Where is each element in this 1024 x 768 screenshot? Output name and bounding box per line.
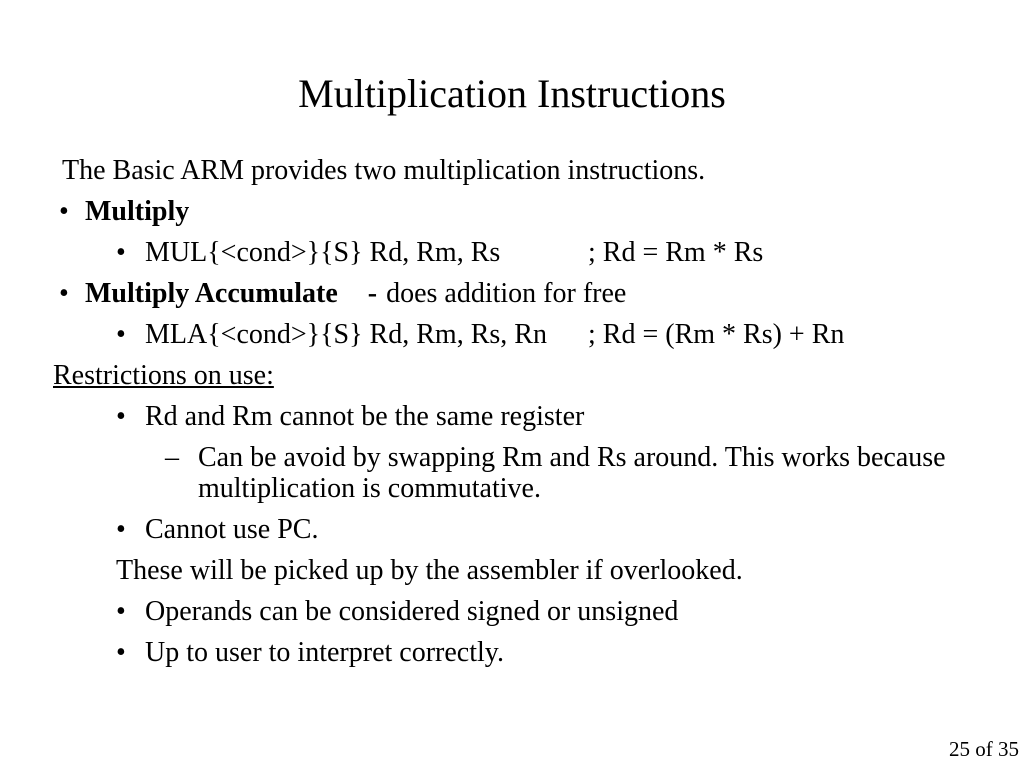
multiply-label: Multiply <box>85 196 190 227</box>
assembler-note-line: These will be picked up by the assembler… <box>53 555 973 586</box>
swap-note-text: Can be avoid by swapping Rm and Rs aroun… <box>198 442 946 504</box>
same-register-text: Rd and Rm cannot be the same register <box>145 401 585 432</box>
mul-code: MUL{<cond>}{S} Rd, Rm, Rs <box>145 237 501 268</box>
mla-code: MLA{<cond>}{S} Rd, Rm, Rs, Rn <box>145 319 547 350</box>
restrictions-heading: Restrictions on use: <box>53 360 973 391</box>
bullet-icon: • <box>116 401 126 432</box>
restrictions-heading-text: Restrictions on use: <box>53 360 274 391</box>
assembler-note-text: These will be picked up by the assembler… <box>116 555 743 586</box>
bullet-line-mul-syntax: • MUL{<cond>}{S} Rd, Rm, Rs ; Rd = Rm * Rs <box>53 237 973 268</box>
bullet-icon: • <box>116 319 126 350</box>
slide-title: Multiplication Instructions <box>298 71 726 116</box>
bullet-icon: • <box>116 596 126 627</box>
mla-comment: ; Rd = (Rm * Rs) + Rn <box>588 319 845 350</box>
operands-text: Operands can be considered signed or uns… <box>145 596 679 627</box>
bullet-icon: • <box>116 237 126 268</box>
intro-text: The Basic ARM provides two multiplicatio… <box>62 155 706 186</box>
bullet-icon: • <box>59 196 69 227</box>
cannot-use-pc-text: Cannot use PC. <box>145 514 319 545</box>
bullet-line-multiply: • Multiply <box>53 196 973 227</box>
bullet-line-same-register: • Rd and Rm cannot be the same register <box>53 401 973 432</box>
interpret-text: Up to user to interpret correctly. <box>145 637 504 668</box>
dash-separator: - <box>367 278 378 309</box>
bullet-line-multiply-accumulate: • Multiply Accumulate-does addition for f… <box>53 278 973 309</box>
bullet-line-operands: • Operands can be considered signed or un… <box>53 596 973 627</box>
intro-line: The Basic ARM provides two multiplicatio… <box>62 155 973 186</box>
bullet-line-interpret: • Up to user to interpret correctly. <box>53 637 973 668</box>
mul-comment: ; Rd = Rm * Rs <box>588 237 764 268</box>
multiply-accumulate-description: does addition for free <box>386 278 627 309</box>
bullet-line-cannot-use-pc: • Cannot use PC. <box>53 514 973 545</box>
slide-body: The Basic ARM provides two multiplicatio… <box>53 155 973 678</box>
dash-line-swap-note: –Can be avoid by swapping Rm and Rs arou… <box>53 442 973 504</box>
dash-icon: – <box>165 442 179 473</box>
bullet-line-mla-syntax: • MLA{<cond>}{S} Rd, Rm, Rs, Rn ; Rd = (Rm… <box>53 319 973 350</box>
bullet-icon: • <box>116 514 126 545</box>
page-indicator: 25 of 35 <box>949 737 1019 761</box>
bullet-icon: • <box>59 278 69 309</box>
bullet-icon: • <box>116 637 126 668</box>
multiply-accumulate-label: Multiply Accumulate <box>85 278 338 309</box>
